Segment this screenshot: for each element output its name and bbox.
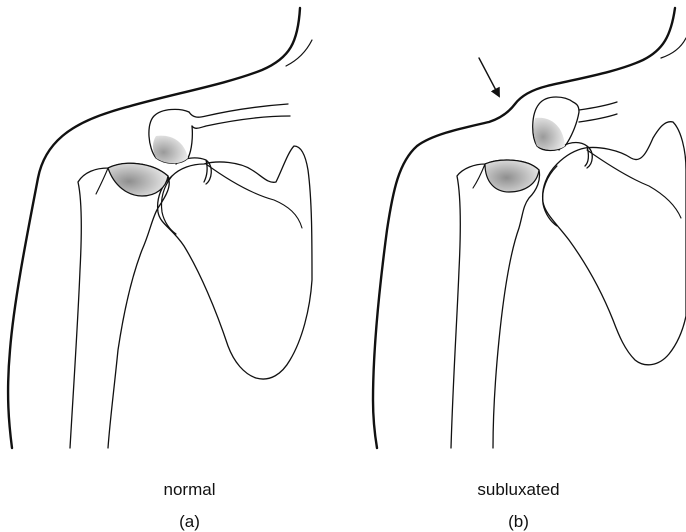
deformity-arrow bbox=[479, 58, 499, 96]
skin-outline bbox=[8, 8, 300, 448]
humeral-neck bbox=[96, 168, 108, 194]
clavicle bbox=[189, 104, 290, 128]
acromion-undersurface bbox=[534, 118, 565, 150]
caption-label: subluxated bbox=[347, 480, 686, 500]
humeral-head-cartilage bbox=[108, 163, 168, 196]
scapula bbox=[158, 146, 312, 379]
caption-label: normal bbox=[18, 480, 361, 500]
acromion-undersurface bbox=[153, 136, 188, 164]
scapula bbox=[543, 122, 686, 365]
shoulder-illustration-subluxated bbox=[343, 0, 686, 532]
humeral-head-cartilage bbox=[485, 160, 539, 192]
shoulder-illustration-normal bbox=[0, 0, 343, 532]
scapular-spine bbox=[587, 150, 681, 218]
humeral-neck bbox=[473, 164, 485, 188]
panel-normal: normal (a) bbox=[0, 0, 343, 532]
skin-outline bbox=[373, 8, 675, 448]
caption-letter: (a) bbox=[18, 512, 361, 532]
scapular-spine bbox=[206, 164, 302, 228]
clavicle bbox=[579, 102, 617, 122]
caption-letter: (b) bbox=[347, 512, 686, 532]
humerus bbox=[70, 163, 169, 448]
neck-line bbox=[286, 40, 312, 66]
panel-subluxated: subluxated (b) bbox=[343, 0, 686, 532]
humerus bbox=[451, 160, 540, 448]
